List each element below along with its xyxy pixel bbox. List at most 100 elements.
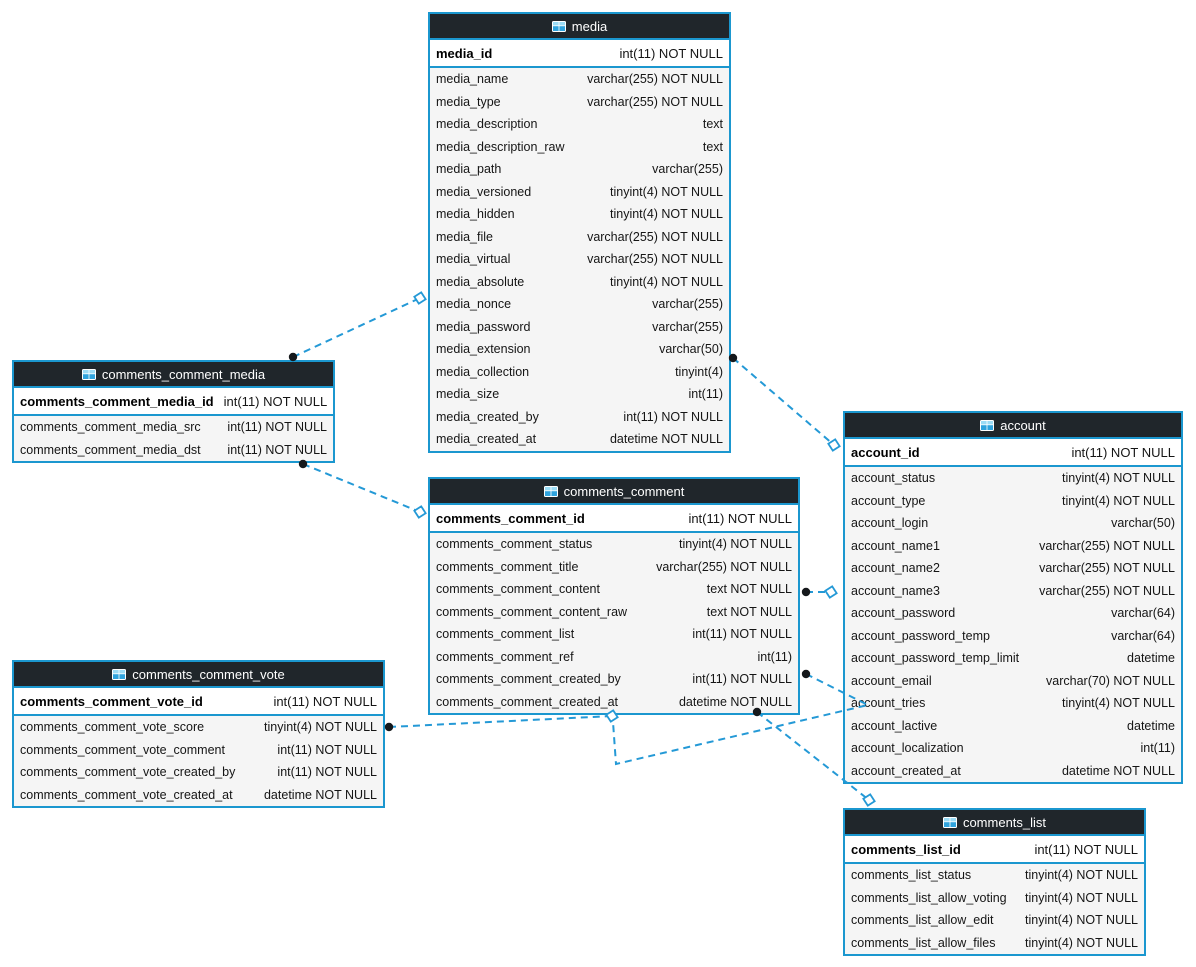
table-header-comments_list[interactable]: comments_list — [845, 810, 1144, 836]
relation-dot-endpoint — [801, 587, 811, 597]
column-type: tinyint(4) NOT NULL — [1062, 471, 1175, 486]
table-header-comments_comment_media[interactable]: comments_comment_media — [14, 362, 333, 388]
column-type: text NOT NULL — [706, 604, 792, 619]
relation-diamond-endpoint — [827, 438, 841, 452]
column-name: comments_comment_vote_id — [20, 693, 203, 709]
column-name: media_size — [436, 387, 500, 402]
relation-diamond-endpoint — [824, 585, 838, 599]
column-name: comments_list_allow_voting — [851, 890, 1007, 905]
table-title: media — [571, 18, 608, 34]
column-name: account_status — [851, 471, 936, 486]
column-name: account_name1 — [851, 538, 940, 553]
column-name: account_tries — [851, 696, 926, 711]
column-type: varchar(64) — [1111, 628, 1175, 643]
column-name: media_virtual — [436, 252, 511, 267]
table-row: account_name1 varchar(255) NOT NULL — [845, 534, 1181, 557]
column-name: account_login — [851, 516, 929, 531]
column-name: account_id — [851, 444, 920, 460]
column-name: account_email — [851, 673, 932, 688]
column-type: datetime NOT NULL — [678, 694, 792, 709]
column-type: varchar(255) NOT NULL — [1039, 538, 1175, 553]
relation-line-media-to-account[interactable] — [732, 357, 835, 446]
column-name: media_description — [436, 117, 538, 132]
column-name: media_extension — [436, 342, 531, 357]
table-title: account — [1000, 417, 1046, 433]
table-header-comments_comment_vote[interactable]: comments_comment_vote — [14, 662, 383, 688]
column-name: comments_comment_content_raw — [436, 604, 628, 619]
column-type: int(11) NOT NULL — [227, 442, 327, 457]
table-title: comments_comment_vote — [132, 666, 285, 682]
table-grid-icon — [942, 816, 957, 828]
column-name: comments_comment_list — [436, 627, 575, 642]
column-type: int(11) NOT NULL — [619, 45, 723, 61]
column-type: varchar(255) NOT NULL — [587, 72, 723, 87]
column-name: comments_comment_status — [436, 537, 593, 552]
table-header-account[interactable]: account — [845, 413, 1181, 439]
column-type: int(11) NOT NULL — [623, 409, 723, 424]
column-type: tinyint(4) NOT NULL — [1062, 696, 1175, 711]
column-name: account_created_at — [851, 763, 961, 778]
table-grid-icon — [551, 20, 566, 32]
table-comments_comment_vote[interactable]: comments_comment_vote comments_comment_vo… — [12, 660, 385, 808]
table-row: comments_comment_vote_created_at datetime… — [14, 783, 383, 806]
column-name: comments_list_id — [851, 841, 961, 857]
column-name: comments_comment_vote_created_at — [20, 787, 233, 802]
column-type: int(11) NOT NULL — [273, 693, 377, 709]
column-name: comments_comment_vote_score — [20, 720, 205, 735]
column-type: varchar(255) NOT NULL — [587, 94, 723, 109]
column-name: media_id — [436, 45, 493, 61]
table-grid-icon — [980, 419, 995, 431]
column-type: int(11) — [757, 649, 792, 664]
column-name: comments_comment_vote_comment — [20, 742, 225, 757]
column-name: comments_comment_vote_created_by — [20, 765, 236, 780]
column-type: tinyint(4) NOT NULL — [1025, 935, 1138, 950]
relation-line-comments_comment_media-to-comments_comment[interactable] — [302, 463, 421, 513]
column-type: datetime NOT NULL — [263, 787, 377, 802]
column-type: varchar(255) — [652, 162, 723, 177]
table-grid-icon — [112, 668, 127, 680]
column-name: account_lactive — [851, 718, 938, 733]
table-header-media[interactable]: media — [430, 14, 729, 40]
column-type: varchar(70) NOT NULL — [1046, 673, 1175, 688]
table-header-comments_comment[interactable]: comments_comment — [430, 479, 798, 505]
column-type: tinyint(4) NOT NULL — [1025, 890, 1138, 905]
column-type: int(11) NOT NULL — [227, 420, 327, 435]
table-body: account_status tinyint(4) NOT NULL account… — [845, 467, 1181, 782]
table-row: comments_list_allow_voting tinyint(4) NOT… — [845, 886, 1144, 909]
table-comments_comment_media[interactable]: comments_comment_media comments_comment_m… — [12, 360, 335, 463]
column-type: varchar(255) — [652, 297, 723, 312]
relation-diamond-endpoint — [413, 291, 427, 305]
relation-line-comments_comment_vote-to-comments_comment[interactable] — [388, 715, 613, 728]
column-name: comments_comment_created_by — [436, 672, 621, 687]
relation-line-comments_comment_media-to-media[interactable] — [292, 297, 421, 358]
column-type: varchar(255) NOT NULL — [656, 559, 792, 574]
